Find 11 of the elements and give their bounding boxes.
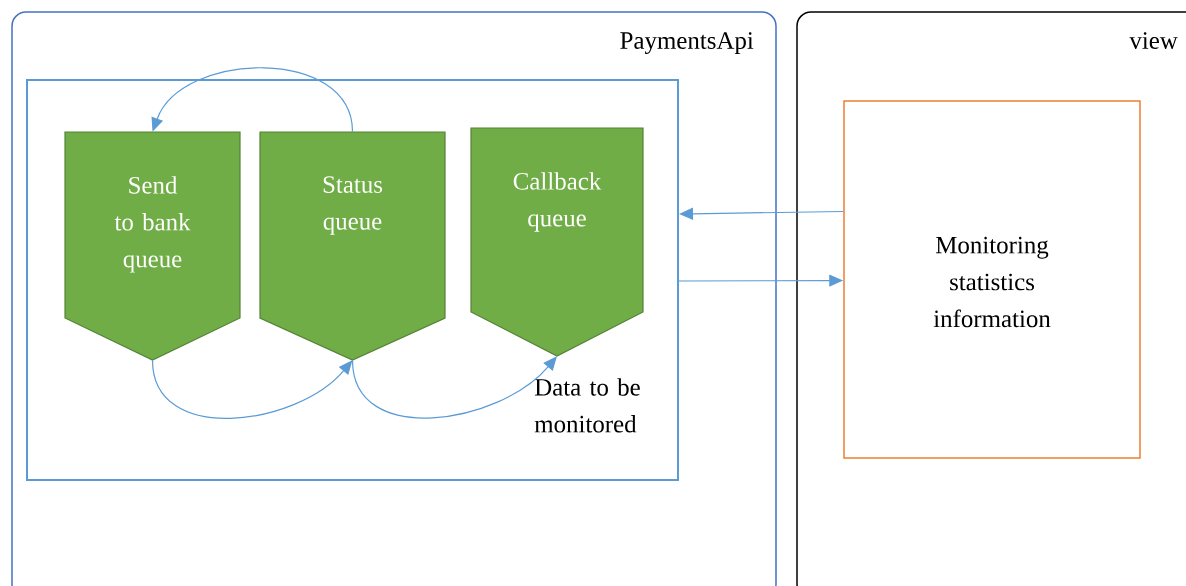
arrow bbox=[679, 207, 844, 220]
panel-box bbox=[11, 11, 777, 586]
panel-box bbox=[796, 11, 1186, 586]
arrow bbox=[151, 359, 353, 419]
arrow bbox=[351, 356, 557, 419]
panel-title: view bbox=[1129, 32, 1178, 49]
container-box bbox=[26, 79, 679, 481]
box-label: Data to be monitored bbox=[534, 378, 640, 433]
info-box: Monitoring statistics information bbox=[843, 100, 1141, 459]
panel-title: PaymentsApi bbox=[620, 32, 754, 55]
arrow bbox=[151, 67, 354, 133]
